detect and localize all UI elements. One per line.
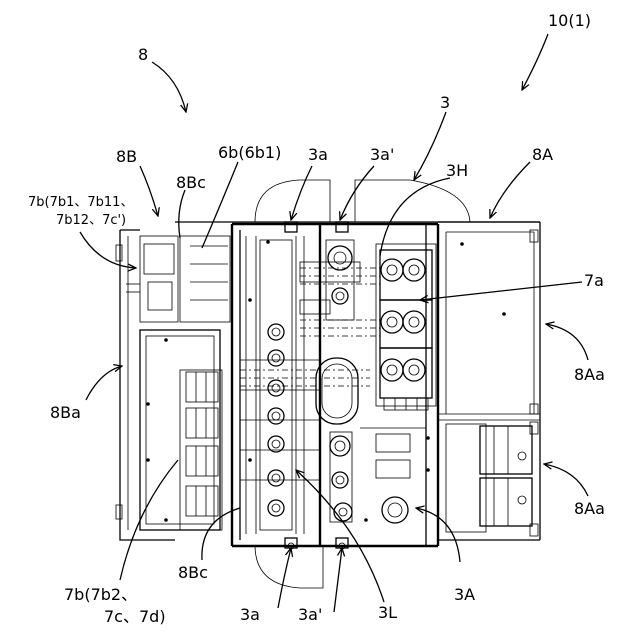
power-modules-7a [376,244,436,410]
label-8Bc-bottom: 8Bc [178,563,208,582]
label-3a-top: 3a [308,145,328,164]
label-7b-top-line1: 7b(7b1、7b11、 [28,195,133,210]
left-panel-8B [116,230,230,540]
harness-lines [240,262,380,386]
label-6b: 6b(6b1) [218,143,281,162]
label-7b-top-line2: 7b12、7c') [56,213,126,228]
label-7a: 7a [584,271,604,290]
label-8Aa-upper: 8Aa [574,365,605,384]
label-3L: 3L [378,603,397,622]
label-8A: 8A [532,145,553,164]
enclosure-drawing [116,180,540,588]
label-3a-prime-bottom: 3a' [298,605,322,624]
label-8Aa-lower: 8Aa [574,499,605,518]
label-8: 8 [138,45,148,64]
label-3H: 3H [446,161,468,180]
label-7b-bottom-line2: 7c、7d) [104,607,166,626]
label-7b-bottom-line1: 7b(7b2、 [64,585,137,604]
leader-lines [80,34,588,612]
label-figure-10: 10(1) [548,11,591,30]
terminal-blocks [186,372,218,516]
label-3A: 3A [454,585,475,604]
label-8Ba: 8Ba [50,403,81,422]
label-8B: 8B [116,147,137,166]
bus-connectors [240,240,320,516]
label-8Bc-top: 8Bc [176,173,206,192]
label-3: 3 [440,93,450,112]
reference-labels: 10(1) 8 3 8B 8Bc 6b(6b1) 3a 3a' 3H 8A 7b… [28,11,605,626]
right-panel-8A [438,222,540,540]
label-3a-prime-top: 3a' [370,145,394,164]
label-3a-bottom: 3a [240,605,260,624]
